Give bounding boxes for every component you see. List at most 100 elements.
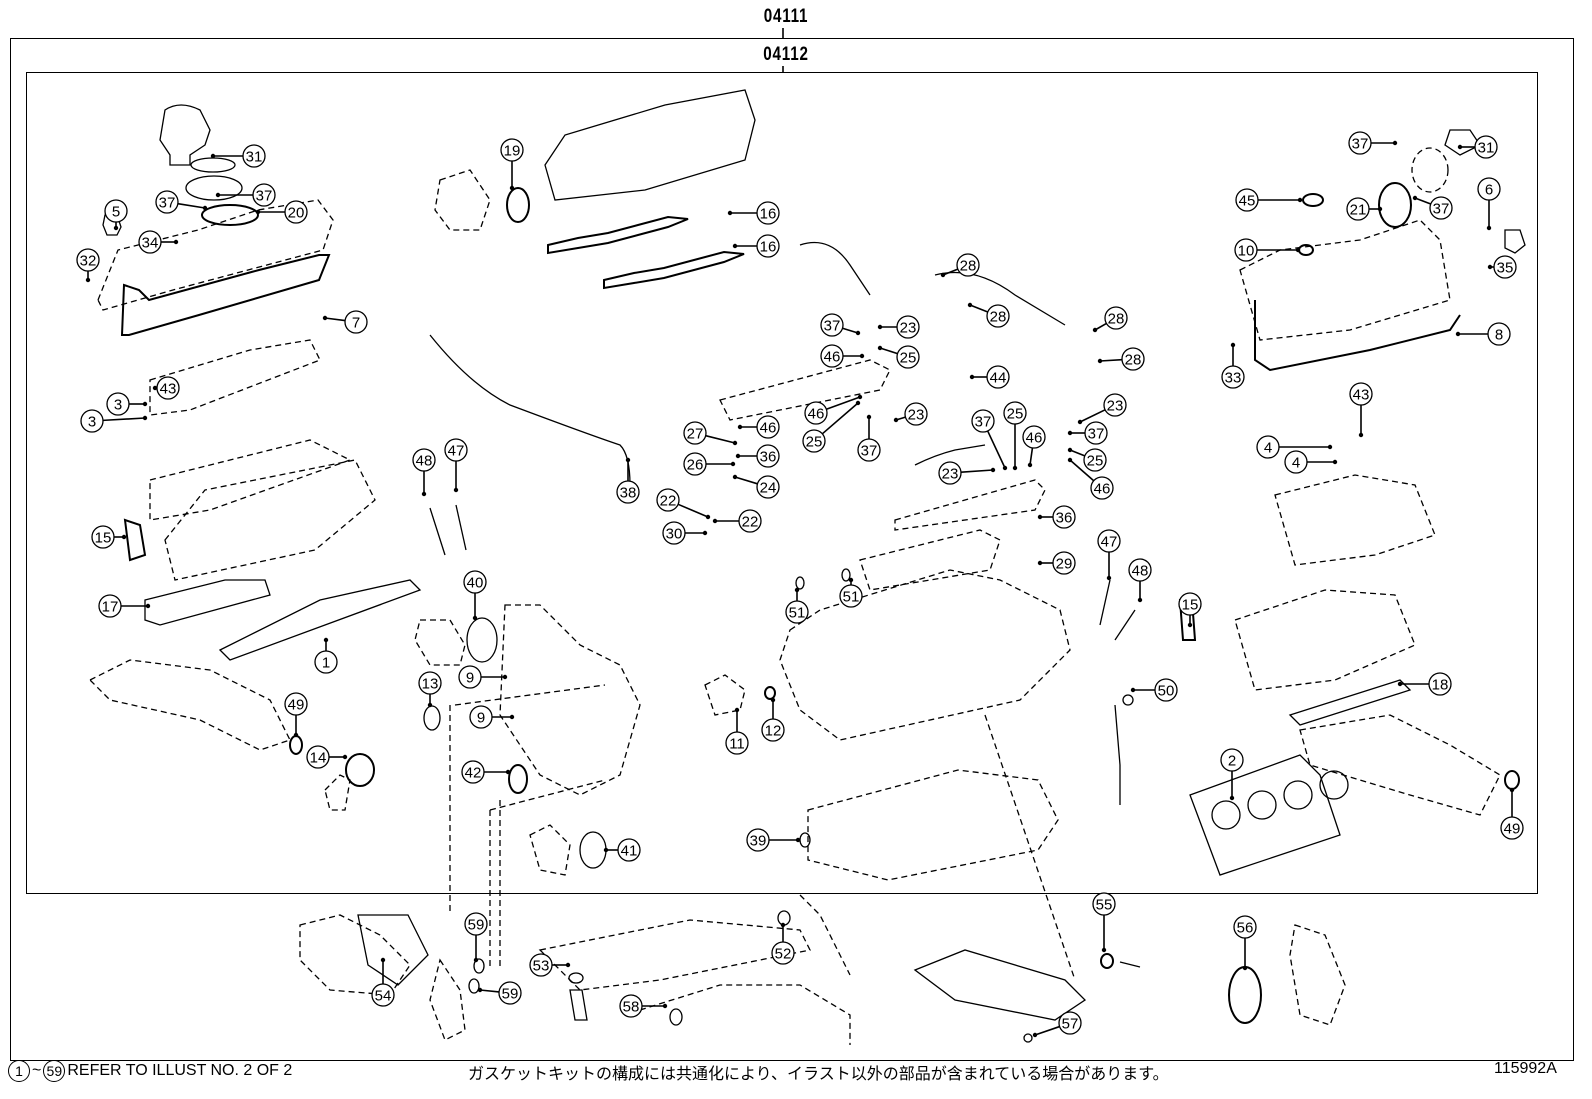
- part-exhaust-manifold-right: [1299, 714, 1501, 816]
- callout-number: 47: [448, 443, 465, 460]
- callout-target-point: [1027, 462, 1033, 468]
- part-valve-47: [455, 504, 467, 551]
- callout-number: 42: [465, 765, 482, 782]
- callout-56: 56: [1233, 915, 1257, 971]
- callout-target-point: [848, 577, 854, 583]
- callout-11: 11: [725, 707, 749, 755]
- callout-36: 36: [735, 444, 780, 468]
- callout-number: 35: [1497, 260, 1514, 277]
- callout-bubble: [1058, 1011, 1082, 1035]
- callout-52: 52: [771, 922, 795, 965]
- callout-bubble: [529, 953, 553, 977]
- part-bracket-52: [799, 894, 851, 976]
- callout-number: 37: [1352, 136, 1369, 153]
- part-water-pump-inlet: [414, 619, 466, 666]
- callout-21: 21: [1346, 197, 1383, 221]
- callout-bubble: [1097, 529, 1121, 553]
- callout-target-point: [342, 754, 348, 760]
- callout-target-point: [453, 487, 459, 493]
- callout-number: 46: [808, 406, 825, 423]
- callout-target-point: [1486, 225, 1492, 231]
- part-gasket-53: [568, 972, 584, 984]
- part-gasket-7: [120, 254, 331, 336]
- callout-5: 5: [104, 199, 128, 231]
- callout-2: 2: [1220, 748, 1244, 801]
- callout-target-point: [795, 837, 801, 843]
- callout-number: 23: [1107, 398, 1124, 415]
- callout-target-point: [1077, 419, 1083, 425]
- callout-target-point: [969, 374, 975, 380]
- callout-16: 16: [727, 201, 780, 225]
- part-oring-59b: [468, 978, 480, 994]
- callout-target-point: [1130, 687, 1136, 693]
- callout-number: 11: [729, 736, 745, 753]
- callout-number: 32: [80, 253, 97, 270]
- callout-bubble: [156, 376, 180, 400]
- callout-target-point: [255, 209, 261, 215]
- callout-target-point: [1187, 622, 1193, 628]
- callout-target-point: [866, 414, 872, 420]
- callout-bubble: [458, 665, 482, 689]
- callout-bubble: [1003, 401, 1027, 425]
- callout-bubble: [155, 190, 179, 214]
- callout-bubble: [98, 594, 122, 618]
- callout-bubble: [371, 983, 395, 1007]
- part-gasket-55: [1100, 953, 1114, 969]
- callout-bubble: [1349, 382, 1373, 406]
- callout-bubble: [498, 981, 522, 1005]
- callout-28: 28: [1092, 306, 1128, 333]
- callout-number: 39: [750, 833, 767, 850]
- callout-42: 42: [461, 760, 511, 784]
- callout-39: 39: [746, 828, 801, 852]
- callout-bubble: [683, 421, 707, 445]
- callout-46: 46: [1067, 457, 1114, 500]
- callout-target-point: [477, 987, 483, 993]
- callout-bubble: [725, 731, 749, 755]
- callout-target-point: [625, 457, 631, 463]
- callout-number: 46: [760, 420, 777, 437]
- callout-number: 24: [760, 480, 777, 497]
- callout-bubble: [1220, 748, 1244, 772]
- callout-26: 26: [683, 452, 736, 476]
- callout-target-point: [1295, 247, 1301, 253]
- callout-bubble: [896, 315, 920, 339]
- callout-bubble: [1221, 365, 1245, 389]
- callout-bubble: [820, 313, 844, 337]
- part-oil-pump-cover: [529, 824, 571, 876]
- callout-bubble: [1084, 421, 1108, 445]
- callout-target-point: [734, 707, 740, 713]
- callout-target-point: [1037, 514, 1043, 520]
- callout-number: 56: [1237, 920, 1254, 937]
- callout-number: 28: [1108, 311, 1125, 328]
- callout-bubble: [616, 480, 640, 504]
- callout-target-point: [1397, 681, 1403, 687]
- range-separator: ~: [32, 1062, 42, 1079]
- callout-target-point: [152, 385, 158, 391]
- refer-text: REFER TO ILLUST NO. 2 OF 2: [67, 1062, 293, 1079]
- callout-bubble: [1235, 188, 1259, 212]
- callout-target-point: [1392, 140, 1398, 146]
- callout-number: 25: [1007, 406, 1024, 423]
- part-coolant-pipe: [429, 958, 466, 1041]
- callout-bubble: [683, 452, 707, 476]
- callout-47: 47: [444, 438, 468, 493]
- callout-bubble: [412, 448, 436, 472]
- callout-22: 22: [712, 509, 762, 533]
- callout-number: 4: [1264, 440, 1272, 457]
- callout-bubble: [820, 344, 844, 368]
- callout-bubble: [464, 912, 488, 936]
- callout-target-point: [1097, 358, 1103, 364]
- part-oil-strainer-hose: [639, 984, 851, 1045]
- callout-37: 37: [1348, 131, 1398, 155]
- callout-10: 10: [1234, 238, 1301, 262]
- callout-number: 3: [88, 414, 96, 431]
- callout-58: 58: [619, 994, 668, 1018]
- callout-number: 43: [160, 381, 177, 398]
- footer-range-note: 1 ~ 59 REFER TO ILLUST NO. 2 OF 2: [8, 1060, 292, 1082]
- part-head-gasket-2: [1189, 754, 1341, 876]
- callout-number: 58: [623, 999, 640, 1016]
- callout-target-point: [293, 732, 299, 738]
- callout-37: 37: [820, 313, 861, 337]
- callout-number: 45: [1239, 193, 1256, 210]
